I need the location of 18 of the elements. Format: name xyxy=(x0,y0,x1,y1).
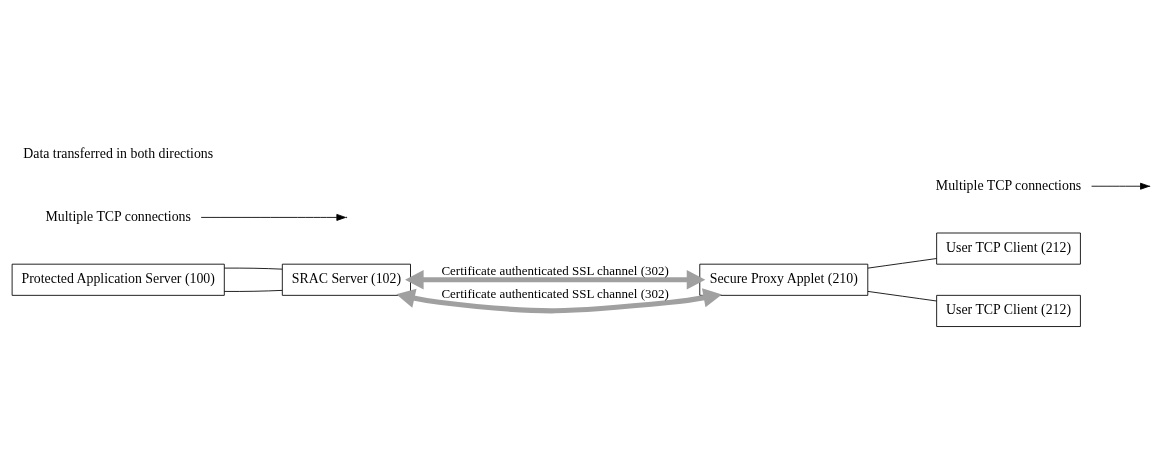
connector xyxy=(223,289,283,292)
node-box: Protected Application Server (100) xyxy=(11,263,225,296)
connector xyxy=(223,267,283,270)
arrow xyxy=(1091,182,1150,190)
node-box: SRAC Server (102) xyxy=(281,263,411,296)
arrow xyxy=(405,270,706,290)
node-text: Multiple TCP connections xyxy=(935,177,1082,193)
node-box: User TCP Client (212) xyxy=(936,232,1081,265)
node-box: User TCP Client (212) xyxy=(936,294,1081,327)
arrow xyxy=(396,288,722,314)
node-text: Multiple TCP connections xyxy=(45,208,191,224)
label: Data transferred in both directions xyxy=(23,146,214,162)
node-box: Secure Proxy Applet (210) xyxy=(699,263,869,296)
connector xyxy=(867,258,937,269)
edge-label: Certificate authenticated SSL channel (302) xyxy=(441,263,669,279)
arrow xyxy=(200,213,346,221)
connector xyxy=(867,291,937,302)
edge-label: Certificate authenticated SSL channel (302) xyxy=(441,285,669,301)
